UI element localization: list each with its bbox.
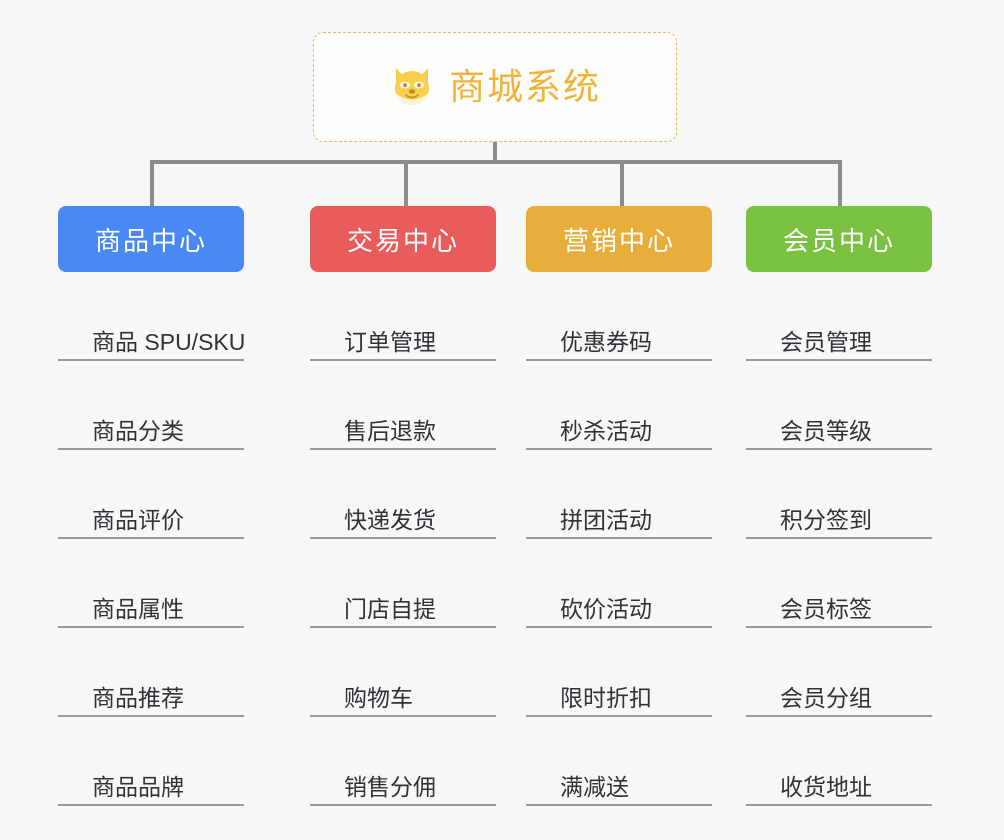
column-product-center: 商品中心 商品 SPU/SKU 商品分类 商品评价 商品属性 商品推荐 商品品牌 [58,206,246,806]
list-item[interactable]: 砍价活动 [526,539,712,628]
list-item[interactable]: 会员等级 [746,361,932,450]
list-item-label: 订单管理 [344,328,436,355]
list-item-label: 商品分类 [92,417,184,444]
column-header-2[interactable]: 营销中心 [526,206,712,272]
list-item[interactable]: 商品属性 [58,539,244,628]
connector-drop-1 [150,160,154,206]
connector-drop-2 [404,160,408,206]
column-header-label-0: 商品中心 [94,225,207,256]
list-item[interactable]: 会员标签 [746,539,932,628]
column-marketing-center: 营销中心 优惠券码 秒杀活动 拼团活动 砍价活动 限时折扣 满减送 [526,206,712,806]
root-title: 商城系统 [448,66,601,107]
list-item-label: 商品品牌 [92,773,184,800]
column-header-label-1: 交易中心 [346,225,459,256]
list-item-label: 优惠券码 [560,328,652,355]
list-item[interactable]: 满减送 [526,717,712,806]
list-item-label: 会员管理 [780,328,872,355]
list-item[interactable]: 会员管理 [746,272,932,361]
connector-drop-4 [838,160,842,206]
list-item[interactable]: 商品评价 [58,450,244,539]
list-item[interactable]: 会员分组 [746,628,932,717]
list-item-label: 商品评价 [92,506,184,533]
list-item[interactable]: 积分签到 [746,450,932,539]
list-item-label: 会员标签 [780,595,872,622]
column-header-label-2: 营销中心 [562,225,675,256]
list-item[interactable]: 商品 SPU/SKU [58,272,246,361]
list-item-label: 砍价活动 [560,595,652,622]
list-item-label: 拼团活动 [560,506,652,533]
list-item[interactable]: 快递发货 [310,450,496,539]
column-header-3[interactable]: 会员中心 [746,206,932,272]
list-item-label: 销售分佣 [344,773,436,800]
list-item-label: 购物车 [344,684,413,711]
connector-drop-3 [620,160,624,206]
list-item[interactable]: 商品品牌 [58,717,244,806]
list-item[interactable]: 门店自提 [310,539,496,628]
list-item[interactable]: 秒杀活动 [526,361,712,450]
connector-horizontal-bus [150,160,840,164]
list-item-label: 会员等级 [780,417,872,444]
list-item-label: 快递发货 [344,506,436,533]
list-item-label: 门店自提 [344,595,436,622]
root-node[interactable]: 商城系统 [313,32,677,142]
list-item[interactable]: 拼团活动 [526,450,712,539]
column-header-label-3: 会员中心 [782,225,895,256]
list-item[interactable]: 售后退款 [310,361,496,450]
list-item-label: 商品推荐 [92,684,184,711]
list-item[interactable]: 商品分类 [58,361,244,450]
column-body-2: 优惠券码 秒杀活动 拼团活动 砍价活动 限时折扣 满减送 [526,272,712,806]
list-item[interactable]: 收货地址 [746,717,932,806]
list-item[interactable]: 限时折扣 [526,628,712,717]
list-item-label: 秒杀活动 [560,417,652,444]
list-item-label: 收货地址 [780,773,872,800]
column-member-center: 会员中心 会员管理 会员等级 积分签到 会员标签 会员分组 收货地址 [746,206,932,806]
list-item-label: 满减送 [560,773,629,800]
list-item-label: 积分签到 [780,506,872,533]
list-item[interactable]: 优惠券码 [526,272,712,361]
list-item-label: 限时折扣 [560,684,652,711]
column-body-0: 商品 SPU/SKU 商品分类 商品评价 商品属性 商品推荐 商品品牌 [58,272,246,806]
column-header-0[interactable]: 商品中心 [58,206,244,272]
list-item[interactable]: 购物车 [310,628,496,717]
list-item[interactable]: 订单管理 [310,272,496,361]
column-body-3: 会员管理 会员等级 积分签到 会员标签 会员分组 收货地址 [746,272,932,806]
list-item-label: 商品属性 [92,595,184,622]
column-body-1: 订单管理 售后退款 快递发货 门店自提 购物车 销售分佣 [310,272,496,806]
list-item[interactable]: 商品推荐 [58,628,244,717]
list-item-label: 商品 SPU/SKU [92,328,246,355]
column-trade-center: 交易中心 订单管理 售后退款 快递发货 门店自提 购物车 销售分佣 [310,206,496,806]
column-header-1[interactable]: 交易中心 [310,206,496,272]
list-item[interactable]: 销售分佣 [310,717,496,806]
list-item-label: 会员分组 [780,684,872,711]
dog-face-icon [389,64,435,110]
list-item-label: 售后退款 [344,417,436,444]
connector-root-stem [493,142,497,162]
